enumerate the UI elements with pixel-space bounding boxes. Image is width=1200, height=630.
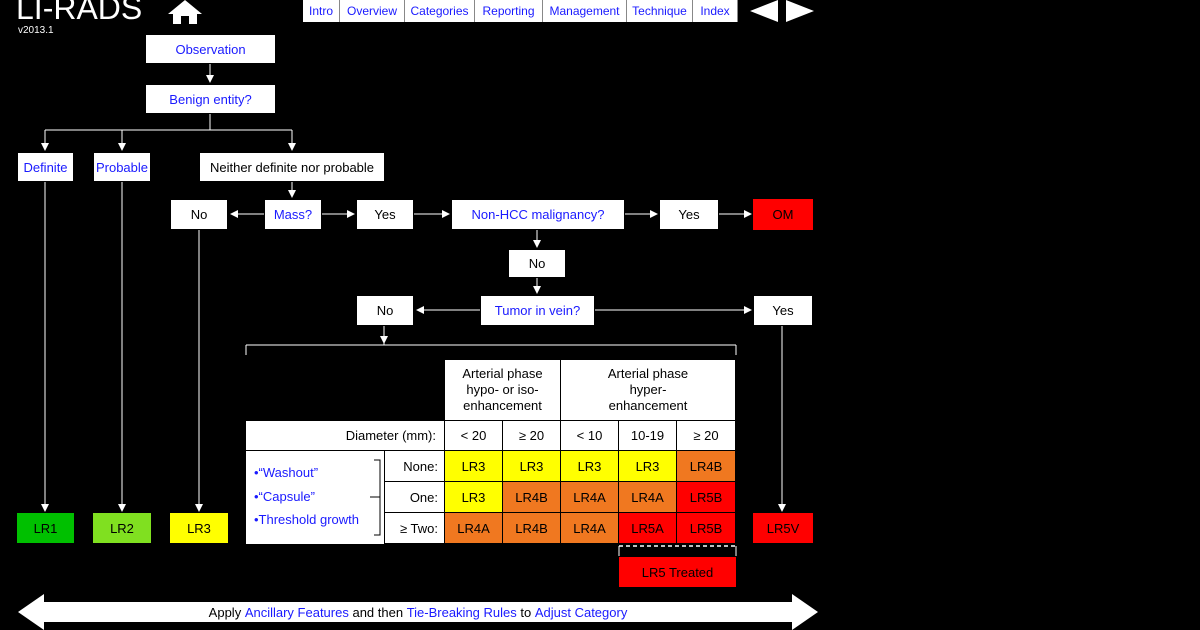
diameter-label[interactable]: Diameter (mm): xyxy=(246,421,445,451)
tumor-in-vein-box[interactable]: Tumor in vein? xyxy=(480,295,595,326)
feature-capsule[interactable]: •“Capsule” xyxy=(254,489,315,504)
yes-mass-box: Yes xyxy=(356,199,414,230)
footer-text-2: and then xyxy=(348,604,407,620)
nav-management[interactable]: Management xyxy=(543,0,627,22)
version-label: v2013.1 xyxy=(18,25,54,36)
row-none-label: None: xyxy=(385,451,445,482)
cell-none-lt10: LR3 xyxy=(561,451,619,482)
col-group-hypo[interactable]: Arterial phase hypo- or iso- enhancement xyxy=(445,360,561,421)
cell-two-ge20: LR4B xyxy=(503,513,561,544)
observation-box[interactable]: Observation xyxy=(145,34,276,64)
nav-technique[interactable]: Technique xyxy=(627,0,693,22)
category-lr2[interactable]: LR2 xyxy=(93,513,151,543)
diameter-lt20: < 20 xyxy=(445,421,503,451)
no-nonhcc-box: No xyxy=(508,249,566,278)
diameter-lt10: < 10 xyxy=(561,421,619,451)
category-lr3[interactable]: LR3 xyxy=(170,513,228,543)
yes-nonhcc-box: Yes xyxy=(659,199,719,230)
category-lr5-treated[interactable]: LR5 Treated xyxy=(619,557,736,587)
ancillary-features-link[interactable]: Ancillary Features xyxy=(244,604,349,620)
nav-index[interactable]: Index xyxy=(693,0,738,22)
adjust-category-link[interactable]: Adjust Category xyxy=(534,604,628,620)
benign-entity-box[interactable]: Benign entity? xyxy=(145,84,276,114)
tie-breaking-rules-link[interactable]: Tie-Breaking Rules xyxy=(406,604,517,620)
cell-none-ge20-hyper: LR4B xyxy=(677,451,736,482)
cell-none-10-19: LR3 xyxy=(619,451,677,482)
neither-box: Neither definite nor probable xyxy=(199,152,385,182)
feature-washout[interactable]: •“Washout” xyxy=(254,465,319,480)
footer-text-1: Apply xyxy=(208,604,245,620)
probable-box[interactable]: Probable xyxy=(93,152,151,182)
col-group-hyper[interactable]: Arterial phase hyper- enhancement xyxy=(561,360,736,421)
nav-intro[interactable]: Intro xyxy=(303,0,340,22)
no-vein-box: No xyxy=(356,295,414,326)
feature-threshold-growth[interactable]: •Threshold growth xyxy=(254,512,359,527)
cell-one-10-19: LR4A xyxy=(619,482,677,513)
cell-one-lt20: LR3 xyxy=(445,482,503,513)
diameter-ge20-b: ≥ 20 xyxy=(677,421,736,451)
no-mass-box: No xyxy=(170,199,228,230)
footer-text-3: to xyxy=(516,604,535,620)
non-hcc-box[interactable]: Non-HCC malignancy? xyxy=(451,199,625,230)
home-icon[interactable] xyxy=(168,0,202,29)
om-box[interactable]: OM xyxy=(753,199,813,230)
mass-box[interactable]: Mass? xyxy=(264,199,322,230)
cell-one-ge20-hyper: LR5B xyxy=(677,482,736,513)
yes-vein-box: Yes xyxy=(753,295,813,326)
nav-overview[interactable]: Overview xyxy=(340,0,405,22)
diameter-ge20-a: ≥ 20 xyxy=(503,421,561,451)
diameter-10-19: 10-19 xyxy=(619,421,677,451)
nav-categories[interactable]: Categories xyxy=(405,0,475,22)
category-lr5v[interactable]: LR5V xyxy=(753,513,813,543)
cell-none-ge20: LR3 xyxy=(503,451,561,482)
footer-banner: Apply Ancillary Features and then Tie-Br… xyxy=(18,594,818,630)
definite-box[interactable]: Definite xyxy=(17,152,74,182)
cell-two-lt20: LR4A xyxy=(445,513,503,544)
cell-one-lt10: LR4A xyxy=(561,482,619,513)
diagnostic-table: Arterial phase hypo- or iso- enhancement… xyxy=(246,360,736,544)
prev-arrow-icon[interactable] xyxy=(750,0,778,27)
cell-two-10-19: LR5A xyxy=(619,513,677,544)
app-title: LI-RADS xyxy=(16,0,143,26)
row-two-label: ≥ Two: xyxy=(385,513,445,544)
cell-one-ge20: LR4B xyxy=(503,482,561,513)
features-panel: •“Washout” •“Capsule” •Threshold growth xyxy=(246,451,385,544)
next-arrow-icon[interactable] xyxy=(786,0,814,27)
cell-none-lt20: LR3 xyxy=(445,451,503,482)
nav-reporting[interactable]: Reporting xyxy=(475,0,543,22)
cell-two-lt10: LR4A xyxy=(561,513,619,544)
cell-two-ge20-hyper: LR5B xyxy=(677,513,736,544)
category-lr1[interactable]: LR1 xyxy=(17,513,74,543)
row-one-label: One: xyxy=(385,482,445,513)
features-bracket xyxy=(370,459,381,536)
